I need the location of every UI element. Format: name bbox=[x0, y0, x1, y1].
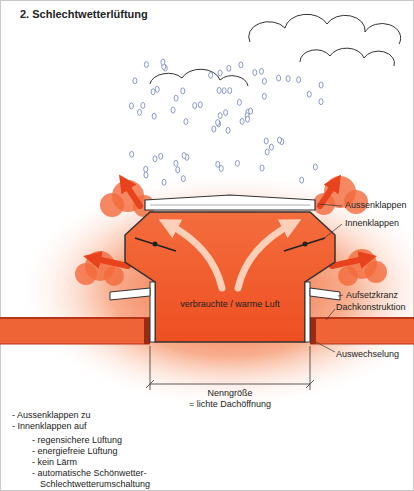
rain-drop bbox=[219, 165, 223, 171]
rain-drop bbox=[181, 88, 185, 94]
rain-drop bbox=[152, 113, 156, 119]
trimmer bbox=[310, 318, 316, 344]
note-line: - kein Lärm bbox=[32, 457, 77, 468]
rain-drop bbox=[144, 62, 148, 68]
rain-drop bbox=[259, 68, 263, 74]
rain-drop bbox=[184, 119, 188, 125]
note-line: - regensichere Lüftung bbox=[32, 435, 122, 446]
rain-drop bbox=[212, 126, 216, 132]
dimension-line bbox=[146, 346, 314, 390]
rain-drop bbox=[277, 137, 281, 143]
upstand-wall bbox=[305, 282, 310, 342]
part-label: Innenklappen bbox=[345, 218, 399, 229]
upstand-flange bbox=[110, 288, 150, 300]
part-label: Aussenklappen bbox=[345, 200, 407, 211]
rain-drop bbox=[319, 99, 323, 105]
rain-drop bbox=[216, 161, 220, 167]
rain-drop bbox=[262, 78, 266, 84]
warm-air-arrows bbox=[168, 224, 292, 288]
rain-drop bbox=[130, 151, 134, 157]
trimmer bbox=[144, 318, 150, 344]
rain-drop bbox=[262, 93, 266, 99]
rain-drop bbox=[319, 82, 323, 88]
part-label: Auswechselung bbox=[336, 349, 399, 360]
roof-construction bbox=[0, 318, 150, 344]
rain-drop bbox=[222, 88, 226, 94]
note-line: - Innenklappen auf bbox=[12, 421, 87, 432]
rain-drop bbox=[313, 164, 317, 170]
diagram-title: 2. Schlechtwetterlüftung bbox=[20, 8, 148, 20]
rain-drop bbox=[224, 110, 228, 116]
rain-drop bbox=[176, 167, 180, 173]
air-label: verbrauchte / warme Luft bbox=[180, 299, 280, 310]
inner-flaps bbox=[135, 238, 325, 251]
warm-glow bbox=[15, 170, 414, 410]
rain-drop bbox=[264, 138, 268, 144]
rain-drop bbox=[218, 70, 222, 76]
rain-drop bbox=[159, 153, 163, 159]
rain-drop bbox=[151, 89, 155, 95]
rain-drop bbox=[265, 149, 269, 155]
rain-drop bbox=[217, 87, 221, 93]
rain-drop bbox=[237, 99, 241, 105]
rain-drop bbox=[138, 109, 142, 115]
rain-drop bbox=[235, 160, 239, 166]
rain-drop bbox=[307, 91, 311, 97]
rain-drop bbox=[228, 88, 232, 94]
outer-flaps bbox=[145, 195, 315, 210]
note-line: - energiefreie Lüftung bbox=[32, 446, 118, 457]
rain-drop bbox=[253, 70, 257, 76]
rain-drop bbox=[249, 108, 253, 114]
rain-drop bbox=[193, 103, 197, 109]
rain-drop bbox=[144, 172, 148, 178]
rain-drop bbox=[269, 144, 273, 150]
note-line: - automatische Schönwetter- Schlechtwett… bbox=[32, 468, 190, 490]
part-label: Dachkonstruktion bbox=[336, 302, 406, 313]
upstand-flange bbox=[310, 288, 340, 300]
rain-drop bbox=[209, 72, 213, 78]
upstand-wall bbox=[150, 282, 155, 342]
rain-drop bbox=[133, 78, 137, 84]
rain-drops bbox=[129, 59, 323, 185]
dimension-label: = lichte Dachöffnung bbox=[189, 399, 271, 410]
note-line: - Aussenklappen zu bbox=[12, 410, 91, 421]
skylight-body bbox=[125, 212, 335, 342]
rain-drop bbox=[181, 176, 185, 182]
rain-drop bbox=[277, 75, 281, 81]
rain-drop bbox=[141, 102, 145, 108]
rain-drop bbox=[155, 86, 159, 92]
rain-drop bbox=[245, 116, 249, 122]
rain-drop bbox=[182, 153, 186, 159]
rain-drop bbox=[174, 95, 178, 101]
dimension-label: Nenngröße bbox=[207, 388, 252, 399]
part-label: Aufsetzkranz bbox=[346, 290, 398, 301]
rain-drop bbox=[162, 179, 166, 185]
rain-drop bbox=[144, 166, 148, 172]
rain-drop bbox=[286, 76, 290, 82]
clouds bbox=[150, 14, 401, 86]
rain-drop bbox=[240, 118, 244, 124]
rain-drop bbox=[161, 59, 165, 65]
rain-drop bbox=[260, 165, 264, 171]
rain-drop bbox=[227, 65, 231, 71]
roof-construction bbox=[310, 318, 414, 344]
leader-lines bbox=[316, 204, 343, 352]
rain-drop bbox=[153, 156, 157, 162]
rain-drop bbox=[297, 77, 301, 83]
rain-drop bbox=[129, 103, 133, 109]
rain-drop bbox=[300, 177, 304, 183]
rain-drop bbox=[239, 62, 243, 68]
rain-drop bbox=[218, 113, 222, 119]
rain-drop bbox=[216, 119, 220, 125]
rain-drop bbox=[226, 127, 230, 133]
rain-drop bbox=[171, 107, 175, 113]
rain-drop bbox=[174, 160, 178, 166]
rain-drop bbox=[198, 102, 202, 108]
